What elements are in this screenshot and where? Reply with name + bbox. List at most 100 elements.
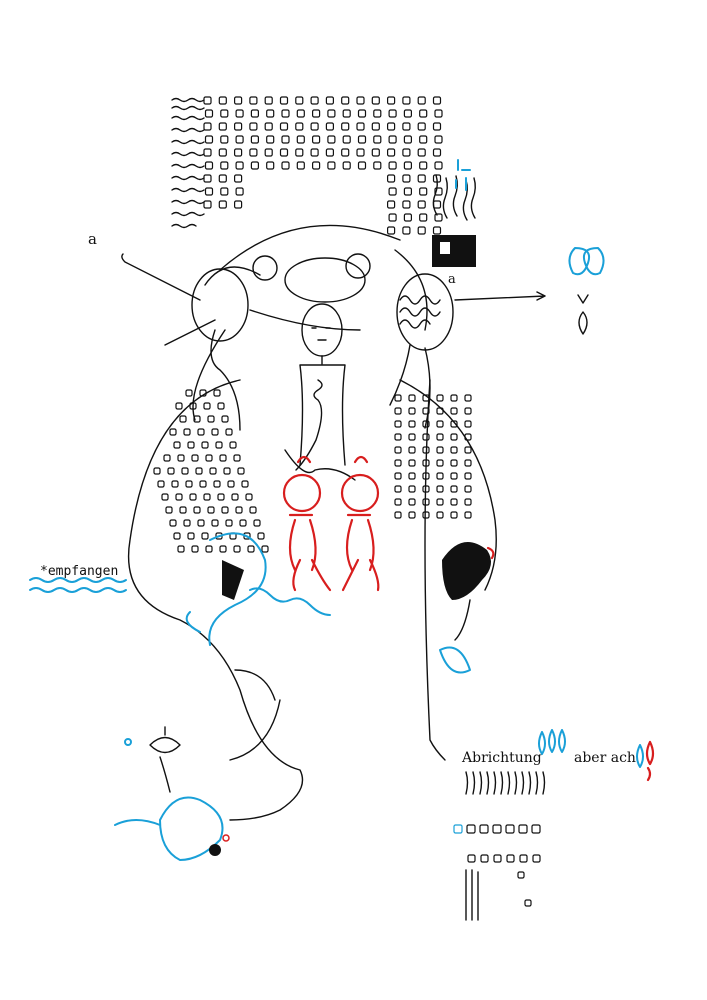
ink-square: [394, 420, 402, 428]
ink-square: [432, 148, 442, 157]
ink-square: [403, 135, 412, 144]
label-abrichtung: Abrichtung: [462, 750, 542, 766]
ink-square: [450, 433, 458, 441]
ink-square: [204, 161, 214, 170]
ink-square: [234, 96, 243, 105]
ink-square: [215, 441, 223, 449]
ink-square: [264, 96, 273, 105]
ink-square: [185, 480, 193, 488]
ink-square: [179, 506, 187, 514]
ink-square: [422, 498, 430, 506]
ink-square: [402, 122, 411, 131]
ink-square: [233, 545, 241, 553]
ink-square: [266, 161, 275, 170]
ink-square: [342, 135, 351, 144]
ink-square: [219, 454, 227, 462]
ink-square: [211, 428, 219, 436]
ink-square: [220, 135, 229, 144]
ink-square: [419, 187, 428, 196]
tally-marks-abrichtung: [465, 771, 546, 795]
ink-square: [342, 109, 351, 118]
ink-square: [191, 545, 199, 553]
ink-square: [204, 109, 214, 118]
ink-square: [388, 109, 397, 118]
ink-square: [341, 122, 350, 131]
ink-square: [295, 122, 304, 131]
blue-wing-pair: [568, 247, 605, 276]
ink-square: [419, 161, 428, 170]
ink-square: [388, 161, 397, 170]
ink-square: [199, 389, 207, 397]
ink-square: [450, 511, 458, 519]
ink-square: [434, 109, 443, 118]
ink-square: [408, 446, 416, 454]
ink-square: [257, 532, 265, 540]
ink-square: [167, 467, 175, 475]
ink-square: [235, 187, 244, 196]
ink-square: [453, 824, 463, 834]
ink-square: [225, 428, 233, 436]
ink-square: [422, 446, 430, 454]
ink-square: [281, 161, 290, 170]
ink-square: [312, 161, 321, 170]
ink-square: [403, 213, 412, 222]
ink-square: [220, 161, 229, 170]
ink-square: [450, 394, 458, 402]
ink-square: [189, 493, 197, 501]
ink-square: [197, 428, 205, 436]
ink-square: [371, 122, 380, 131]
ink-square: [187, 532, 195, 540]
red-figure-right: [340, 455, 380, 592]
letter-a-left: a: [88, 230, 97, 248]
ink-square: [279, 96, 289, 105]
ink-square: [218, 122, 227, 131]
ink-square: [295, 148, 304, 157]
ink-square: [327, 109, 336, 118]
tally-mark: [507, 771, 511, 795]
ink-square: [373, 135, 382, 144]
ink-square: [213, 389, 221, 397]
ink-square: [436, 459, 444, 467]
ink-square: [225, 519, 233, 527]
ink-square: [341, 96, 350, 105]
tally-mark: [528, 771, 532, 795]
ink-square: [388, 187, 397, 196]
ink-square: [173, 532, 181, 540]
ink-square: [506, 854, 515, 863]
ink-square: [163, 454, 171, 462]
tally-mark: [479, 771, 483, 795]
ink-square: [183, 519, 191, 527]
ink-square: [408, 485, 416, 493]
ink-square: [217, 493, 225, 501]
ink-square: [193, 415, 201, 423]
blue-waves-empfangen: [29, 577, 127, 593]
ink-square: [518, 824, 528, 834]
ink-square: [249, 96, 258, 105]
ink-square: [436, 511, 444, 519]
ink-square: [241, 480, 249, 488]
ink-square: [310, 122, 319, 131]
ink-square: [239, 519, 247, 527]
ink-square: [250, 161, 259, 170]
ink-square: [492, 824, 502, 834]
label-aber-ach: aber ach: [574, 750, 636, 766]
ink-square: [388, 135, 397, 144]
right-figure: [345, 253, 546, 429]
ink-square: [464, 459, 472, 467]
ink-square: [235, 135, 244, 144]
ink-square: [249, 506, 257, 514]
left-figure: [121, 253, 361, 431]
red-drop-ach: [645, 740, 655, 782]
ink-square: [218, 174, 227, 183]
ink-square: [218, 148, 227, 157]
ink-square: [266, 135, 275, 144]
ink-square: [197, 519, 205, 527]
ink-square: [234, 200, 243, 209]
ink-square: [464, 394, 472, 402]
ink-square: [264, 122, 273, 131]
ink-square: [220, 109, 229, 118]
small-vase-shape: [577, 294, 589, 335]
ink-square: [229, 441, 237, 449]
ink-square: [249, 148, 258, 157]
